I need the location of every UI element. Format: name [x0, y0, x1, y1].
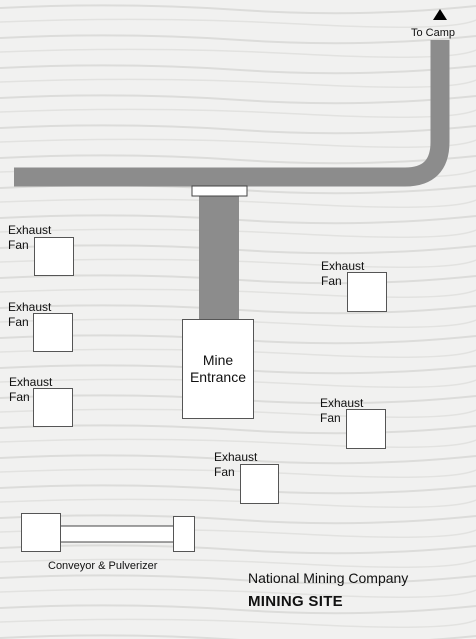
- conveyor-label: Conveyor & Pulverizer: [48, 560, 158, 572]
- exhaust-fan-label-2: Exhaust Fan: [8, 300, 52, 329]
- exhaust-fan-2[interactable]: [33, 313, 73, 352]
- exhaust-fan-label-1: Exhaust Fan: [8, 223, 52, 252]
- company-name: National Mining Company: [248, 570, 409, 586]
- entrance-gate: [191, 185, 248, 197]
- site-title: MINING SITE: [248, 593, 343, 610]
- conveyor-hopper[interactable]: [21, 513, 61, 552]
- exhaust-fan-5[interactable]: [346, 409, 386, 449]
- exhaust-fan-6[interactable]: [240, 464, 279, 504]
- main-road: [14, 40, 450, 187]
- mine-access-road: [199, 195, 239, 320]
- conveyor-belt: [59, 525, 175, 543]
- to-camp-label: To Camp: [411, 27, 456, 39]
- exhaust-fan-3[interactable]: [33, 388, 73, 427]
- exhaust-fan-1[interactable]: [34, 237, 74, 276]
- exhaust-fan-label-5: Exhaust Fan: [320, 396, 364, 425]
- exhaust-fan-label-4: Exhaust Fan: [321, 259, 365, 288]
- mine-entrance-building[interactable]: [182, 319, 254, 419]
- exhaust-fan-label-6: Exhaust Fan: [214, 450, 258, 479]
- exhaust-fan-label-3: Exhaust Fan: [9, 375, 53, 404]
- pulverizer[interactable]: [173, 516, 195, 552]
- mine-entrance-label: Mine Entrance: [189, 352, 247, 385]
- exhaust-fan-4[interactable]: [347, 272, 387, 312]
- camp-arrow-icon: [433, 9, 447, 20]
